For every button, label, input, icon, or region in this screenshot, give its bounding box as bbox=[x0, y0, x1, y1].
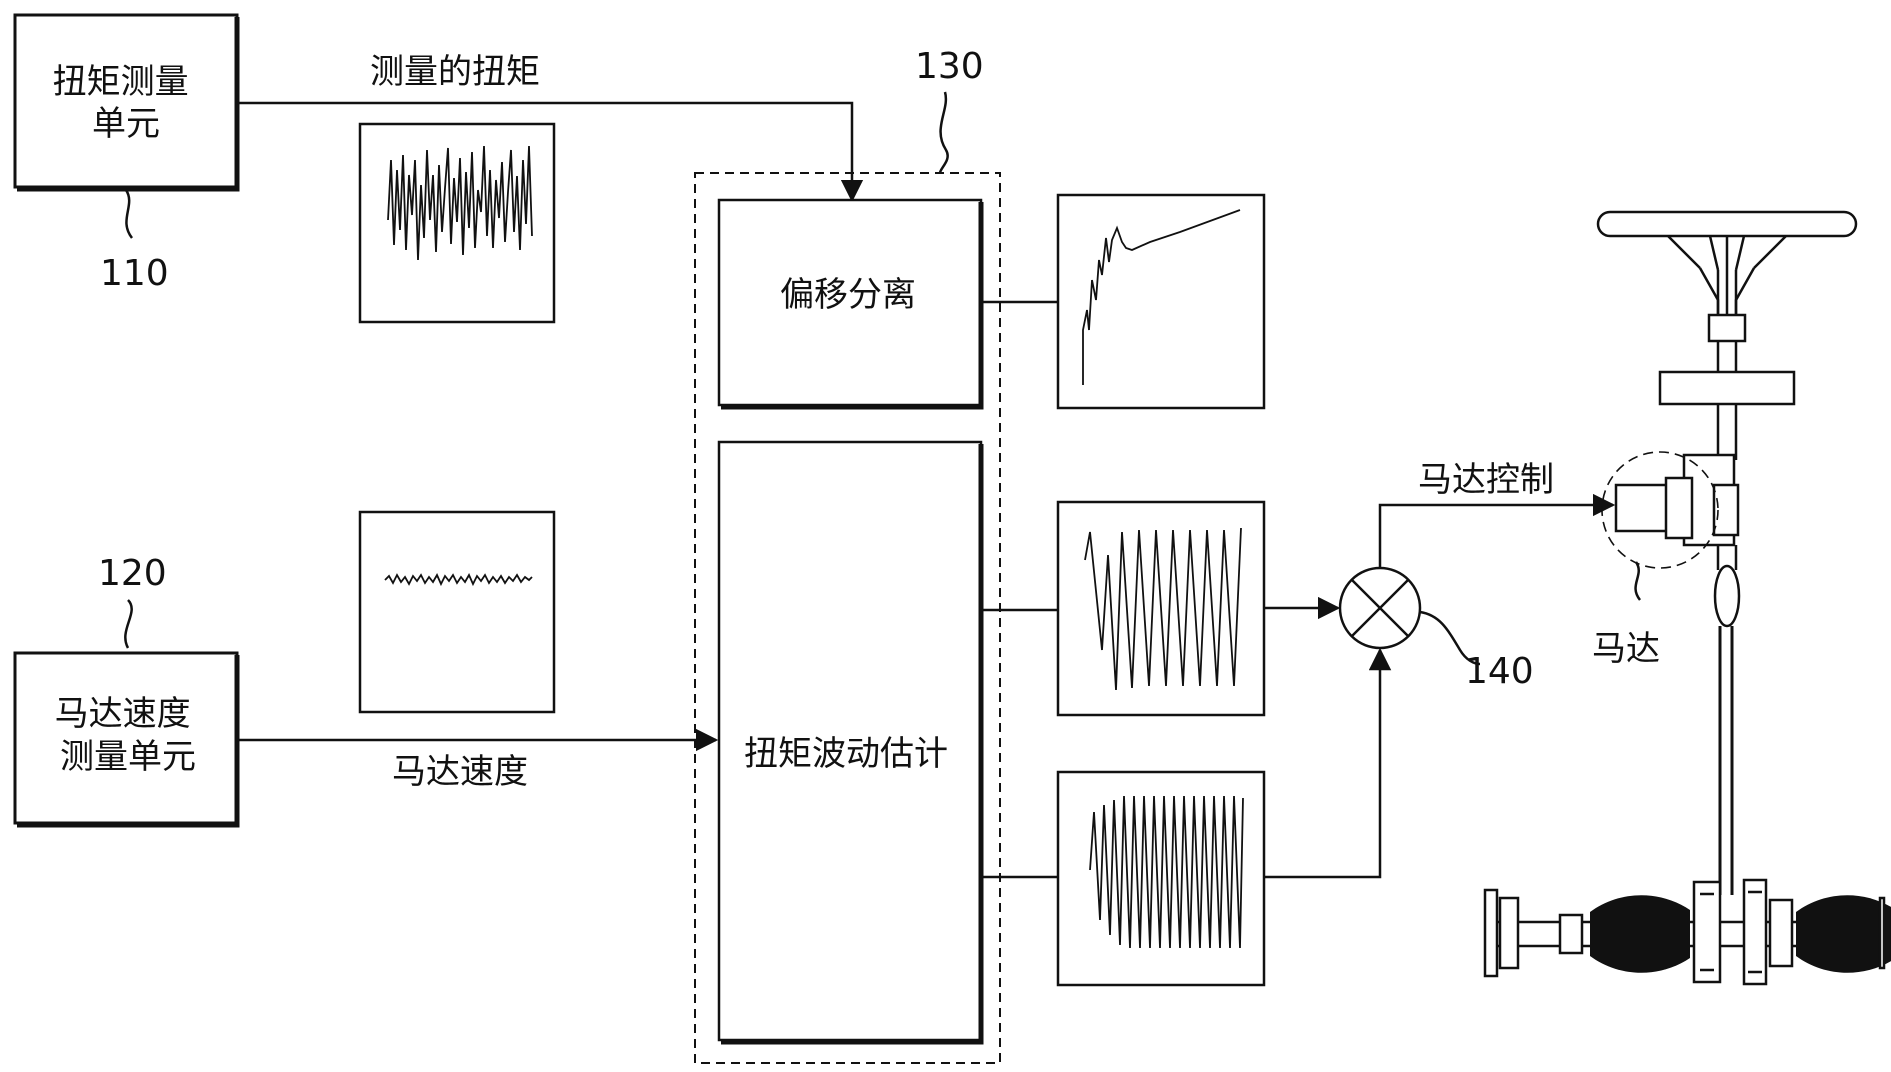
motor-speed-waveform bbox=[358, 510, 556, 714]
steering-rack-icon bbox=[1483, 878, 1891, 986]
torque-unit-label-line1: 扭矩测量 bbox=[53, 62, 189, 102]
torque-measurement-unit: 扭矩测量 单元 bbox=[13, 13, 240, 192]
ripple-waveform-2 bbox=[1056, 770, 1266, 987]
speed-unit-label: 马达速度 测量单元 bbox=[55, 694, 202, 777]
ref-140: 140 bbox=[1465, 651, 1534, 692]
column-joint-icon bbox=[1707, 313, 1747, 343]
torque-unit-label-line2: 单元 bbox=[92, 104, 160, 144]
measured-torque-label: 测量的扭矩 bbox=[370, 52, 540, 92]
motor-highlight-circle bbox=[1601, 451, 1719, 569]
speed-unit-label-line2: 测量单元 bbox=[60, 737, 196, 777]
steering-system-illustration: 马达 bbox=[1483, 210, 1891, 986]
measured-torque-waveform bbox=[358, 122, 556, 324]
ripple-waveform-1 bbox=[1056, 500, 1266, 717]
torque-ripple-estimation-label: 扭矩波动估计 bbox=[744, 734, 948, 774]
column-coupler-icon bbox=[1658, 370, 1796, 406]
ref-120: 120 bbox=[98, 553, 167, 594]
offset-separation-block: 偏移分离 bbox=[717, 198, 984, 410]
estimator-container-130 bbox=[694, 172, 1001, 1064]
ref-130: 130 bbox=[915, 46, 984, 87]
multiplier-140 bbox=[1338, 566, 1422, 650]
ref-110-leader bbox=[124, 189, 134, 239]
ripple-trace-1 bbox=[1084, 527, 1242, 691]
ripple-trace-2 bbox=[1089, 795, 1244, 949]
ripple2-to-multiplier-line bbox=[1264, 647, 1392, 879]
steering-wheel-icon bbox=[1596, 210, 1858, 238]
measured-torque-line bbox=[237, 101, 864, 203]
offset-waveform bbox=[1056, 193, 1266, 410]
ref-110: 110 bbox=[100, 253, 169, 294]
ref-120-leader bbox=[124, 599, 133, 649]
ref-140-leader bbox=[1419, 610, 1481, 666]
motor-control-line bbox=[1378, 493, 1616, 568]
torque-ripple-estimation-block: 扭矩波动估计 bbox=[717, 440, 984, 1045]
offset-trace bbox=[1082, 209, 1241, 385]
measured-torque-trace bbox=[387, 145, 533, 261]
speed-unit-label-line1: 马达速度 bbox=[55, 694, 191, 734]
universal-joint-icon bbox=[1713, 564, 1741, 628]
torque-unit-label: 扭矩测量 单元 bbox=[53, 62, 200, 144]
motor-label: 马达 bbox=[1592, 629, 1660, 669]
offset-separation-label: 偏移分离 bbox=[780, 275, 916, 315]
ref-130-leader bbox=[938, 91, 949, 174]
motor-speed-measurement-unit: 马达速度 测量单元 bbox=[13, 651, 240, 828]
motor-speed-label: 马达速度 bbox=[392, 752, 528, 792]
motor-speed-trace bbox=[384, 573, 533, 587]
motor-control-label: 马达控制 bbox=[1418, 460, 1554, 500]
